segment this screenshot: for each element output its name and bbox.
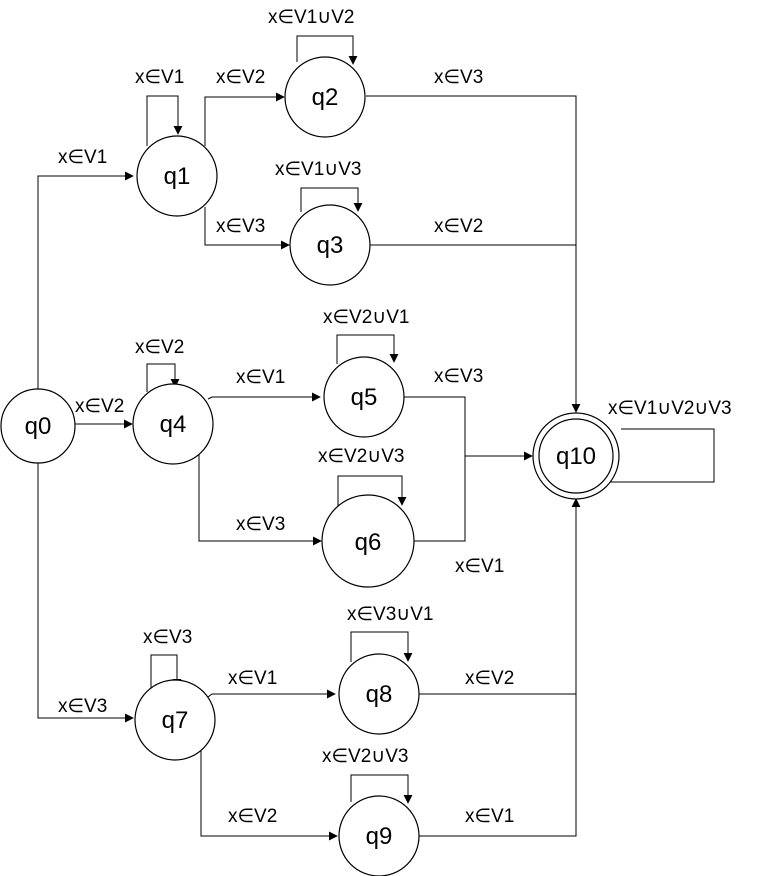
state-q3: q3 [289,204,371,286]
edge-q7-self [150,654,182,689]
state-label-q4: q4 [160,411,187,438]
state-q4: q4 [132,383,214,465]
label-q1-q2: x∈V2 [216,67,265,88]
label-q0-q1: x∈V1 [58,147,107,168]
state-label-q10: q10 [556,443,596,470]
label-q4-q6: x∈V3 [236,514,285,535]
label-q9-self: x∈V2∪V3 [322,746,408,767]
state-q6: q6 [321,494,415,588]
label-q0-q4: x∈V2 [75,396,124,417]
label-q1-self: x∈V1 [135,67,184,88]
label-q2-q10: x∈V3 [434,67,483,88]
edge-q7-q8 [207,689,336,699]
state-q1: q1 [136,135,218,217]
label-q8-q10: x∈V2 [465,668,514,689]
edge-q2-self [296,35,358,65]
edge-q9-self [350,774,413,804]
edge-q6-self [337,475,407,507]
state-q0: q0 [0,388,76,464]
edge-q6-q10 [414,456,466,542]
state-label-q3: q3 [317,232,344,259]
label-q7-q8: x∈V1 [228,668,277,689]
label-q3-q10: x∈V2 [434,216,483,237]
label-q8-self: x∈V3∪V1 [347,604,433,625]
label-q4-self: x∈V2 [135,337,184,358]
state-q5: q5 [323,356,405,438]
label-q1-q3: x∈V3 [216,216,265,237]
label-q3-self: x∈V1∪V3 [275,159,361,180]
state-label-q9: q9 [366,823,393,850]
edge-q8-self [350,631,413,662]
state-q2: q2 [284,56,366,138]
state-q8: q8 [338,653,420,735]
state-label-q1: q1 [164,163,191,190]
state-q9: q9 [338,795,420,876]
edge-q5-q10 [404,396,533,461]
edge-q1-q3 [204,207,290,250]
edge-q10-self [578,428,715,487]
edge-q4-self [146,363,180,392]
edge-q4-q6 [198,448,322,546]
state-label-q0: q0 [25,413,52,440]
edge-q1-self [146,95,183,146]
edge-q1-q2 [204,92,285,146]
state-label-q5: q5 [351,384,378,411]
state-label-q6: q6 [355,529,382,556]
edge-q5-self [336,334,399,364]
edge-q0-q1 [37,171,134,392]
edge-q3-self [300,187,363,212]
edge-q3-q10 [370,244,581,413]
edge-q2-q10 [366,95,577,245]
label-q9-q10: x∈V1 [465,806,514,827]
label-q6-self: x∈V2∪V3 [318,446,404,467]
label-q10-self: x∈V1∪V2∪V3 [608,398,732,419]
label-q0-q7: x∈V3 [58,696,107,717]
state-label-q2: q2 [312,84,339,111]
state-label-q8: q8 [366,681,393,708]
label-q7-q9: x∈V2 [228,806,277,827]
state-q10-accepting: q10 [532,412,620,500]
edge-q4-q5 [207,392,321,402]
label-q5-self: x∈V2∪V1 [323,307,409,328]
label-q4-q5: x∈V1 [236,367,285,388]
edge-q7-q9 [200,750,338,841]
label-q2-self: x∈V1∪V2 [268,7,354,28]
label-q5-q10: x∈V3 [434,366,483,387]
state-q7: q7 [134,679,216,761]
label-q7-self: x∈V3 [143,627,192,648]
label-q6-q10: x∈V1 [455,556,504,577]
state-label-q7: q7 [162,707,189,734]
edge-q0-q7 [37,460,134,723]
edge-q9-q10 [418,498,581,837]
